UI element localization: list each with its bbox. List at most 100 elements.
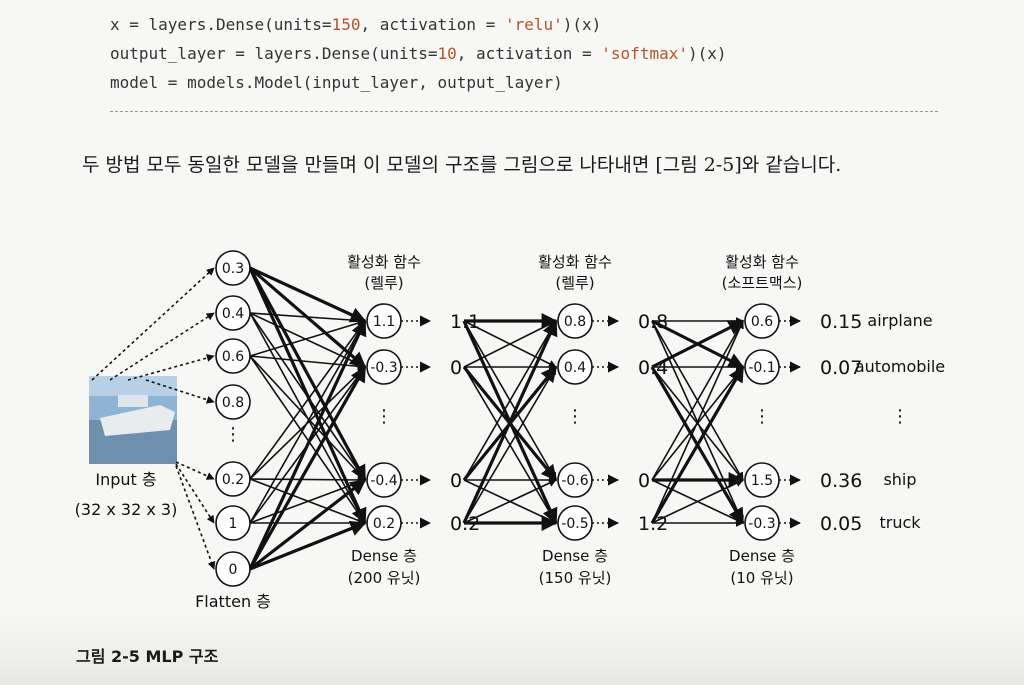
- input-label: Input 층: [95, 470, 156, 489]
- flatten-node-value: 0.8: [222, 395, 244, 411]
- dotted-arrow: [175, 465, 216, 570]
- dense-layer-units: (10 유닛): [730, 569, 793, 587]
- figure-caption: 그림 2-5 MLP 구조: [76, 647, 219, 666]
- class-ellipsis: ⋮: [891, 406, 909, 427]
- dense-layer-units: (200 유닛): [348, 569, 421, 587]
- activation-output: 0.8: [638, 311, 668, 333]
- connection-arrow: [249, 266, 367, 323]
- activation-title: 활성화 함수: [538, 253, 612, 271]
- dense-node-value: 1.1: [373, 314, 395, 330]
- connection-arrow: [463, 366, 557, 524]
- flatten-node-value: 1: [229, 516, 238, 532]
- activation-output: 0: [638, 470, 650, 492]
- dense-node-value: -0.1: [748, 360, 775, 376]
- dense-node-value: 0.2: [373, 516, 395, 532]
- activation-output: 0: [450, 470, 462, 492]
- connection-arrow: [249, 312, 366, 368]
- flatten-node: [215, 461, 251, 497]
- flatten-node-value: 0: [229, 562, 238, 578]
- activation-name: (렐루): [364, 274, 403, 292]
- flatten-label: Flatten 층: [195, 592, 271, 611]
- code-block: x = layers.Dense(units=150, activation =…: [110, 10, 727, 97]
- dense-node-value: 1.5: [751, 473, 773, 489]
- flatten-node-value: 0.6: [222, 349, 244, 365]
- dense-node-value: 0.4: [564, 360, 586, 376]
- page-shadow: [0, 615, 1024, 685]
- activation-output: 1.2: [638, 513, 668, 535]
- activation-title: 활성화 함수: [347, 253, 421, 271]
- connection-arrow: [651, 320, 744, 524]
- dotted-arrow: [127, 354, 215, 381]
- connection-arrow: [248, 267, 367, 482]
- activation-title: 활성화 함수: [725, 253, 799, 271]
- activation-output: 0.2: [450, 513, 480, 535]
- activation-output: 1.1: [450, 311, 480, 333]
- dense-layer-name: Dense 층: [542, 547, 608, 565]
- connection-arrow: [462, 319, 558, 524]
- connection-arrow: [249, 475, 366, 484]
- input-image: [89, 376, 177, 464]
- connection-arrow: [651, 320, 744, 481]
- dotted-arrow: [109, 312, 215, 381]
- code-separator: [110, 111, 938, 112]
- dense-node-value: -0.3: [748, 516, 775, 532]
- dense-node-value: -0.6: [561, 473, 588, 489]
- dense-node-value: 0.8: [564, 314, 586, 330]
- connection-arrow: [249, 355, 366, 524]
- dense-layer-name: Dense 층: [729, 547, 795, 565]
- dense-ellipsis: ⋮: [753, 406, 771, 427]
- dotted-arrow: [175, 463, 215, 524]
- class-label: truck: [879, 513, 921, 532]
- dense-node-value: 0.6: [751, 314, 773, 330]
- connection-arrow: [249, 320, 366, 480]
- dense-layer-name: Dense 층: [351, 547, 417, 565]
- activation-name: (소프트맥스): [722, 274, 803, 292]
- activation-output: 0.15: [820, 311, 862, 333]
- dense-connections: [248, 266, 745, 571]
- connection-arrow: [249, 355, 366, 481]
- activation-output: 0.4: [638, 357, 668, 379]
- dense-node-value: -0.3: [370, 360, 397, 376]
- flatten-node: [215, 505, 251, 541]
- connection-arrow: [249, 312, 366, 325]
- connection-arrow: [249, 320, 366, 524]
- dense-node-value: -0.5: [561, 516, 588, 532]
- activation-output: 0.36: [820, 470, 862, 492]
- connection-arrow: [249, 312, 366, 481]
- flatten-ellipsis: ⋮: [224, 424, 242, 445]
- dotted-arrow: [175, 461, 215, 480]
- class-label: airplane: [867, 311, 932, 330]
- activation-output: 0: [450, 357, 462, 379]
- connection-arrow: [249, 478, 367, 571]
- input-shape: (32 x 32 x 3): [75, 500, 178, 519]
- dense-node-value: -0.4: [370, 473, 397, 489]
- dense-layer-units: (150 유닛): [539, 569, 612, 587]
- dense-ellipsis: ⋮: [566, 406, 584, 427]
- flatten-node: [215, 295, 251, 331]
- code-line-1: x = layers.Dense(units=150, activation =…: [110, 15, 602, 34]
- flatten-node: [215, 551, 251, 587]
- connection-arrow: [249, 478, 366, 524]
- class-label: automobile: [855, 357, 945, 376]
- flatten-node: [215, 250, 251, 286]
- connection-arrow: [650, 365, 745, 524]
- connection-arrow: [249, 319, 366, 357]
- activation-output: 0.07: [820, 357, 862, 379]
- connection-arrow: [651, 479, 744, 524]
- connection-arrow: [463, 479, 557, 524]
- flatten-connections: [91, 267, 216, 570]
- connection-arrow: [463, 320, 557, 368]
- connection-arrow: [463, 320, 557, 481]
- code-line-3: model = models.Model(input_layer, output…: [110, 73, 563, 92]
- body-paragraph: 두 방법 모두 동일한 모델을 만들며 이 모델의 구조를 그림으로 나타내면 …: [82, 154, 842, 176]
- diagram-labels: 활성화 함수 (렐루) Dense 층 (200 유닛) 활성화 함수 (렐루) Dense…: [75, 253, 945, 611]
- flatten-node: [215, 384, 251, 420]
- connection-arrow: [249, 520, 367, 571]
- connection-arrow: [248, 319, 367, 570]
- activation-name: (렐루): [555, 274, 594, 292]
- dotted-arrow: [91, 267, 215, 381]
- flatten-node-value: 0.2: [222, 472, 244, 488]
- code-line-2: output_layer = layers.Dense(units=10, ac…: [110, 44, 727, 63]
- connection-arrow: [651, 319, 745, 369]
